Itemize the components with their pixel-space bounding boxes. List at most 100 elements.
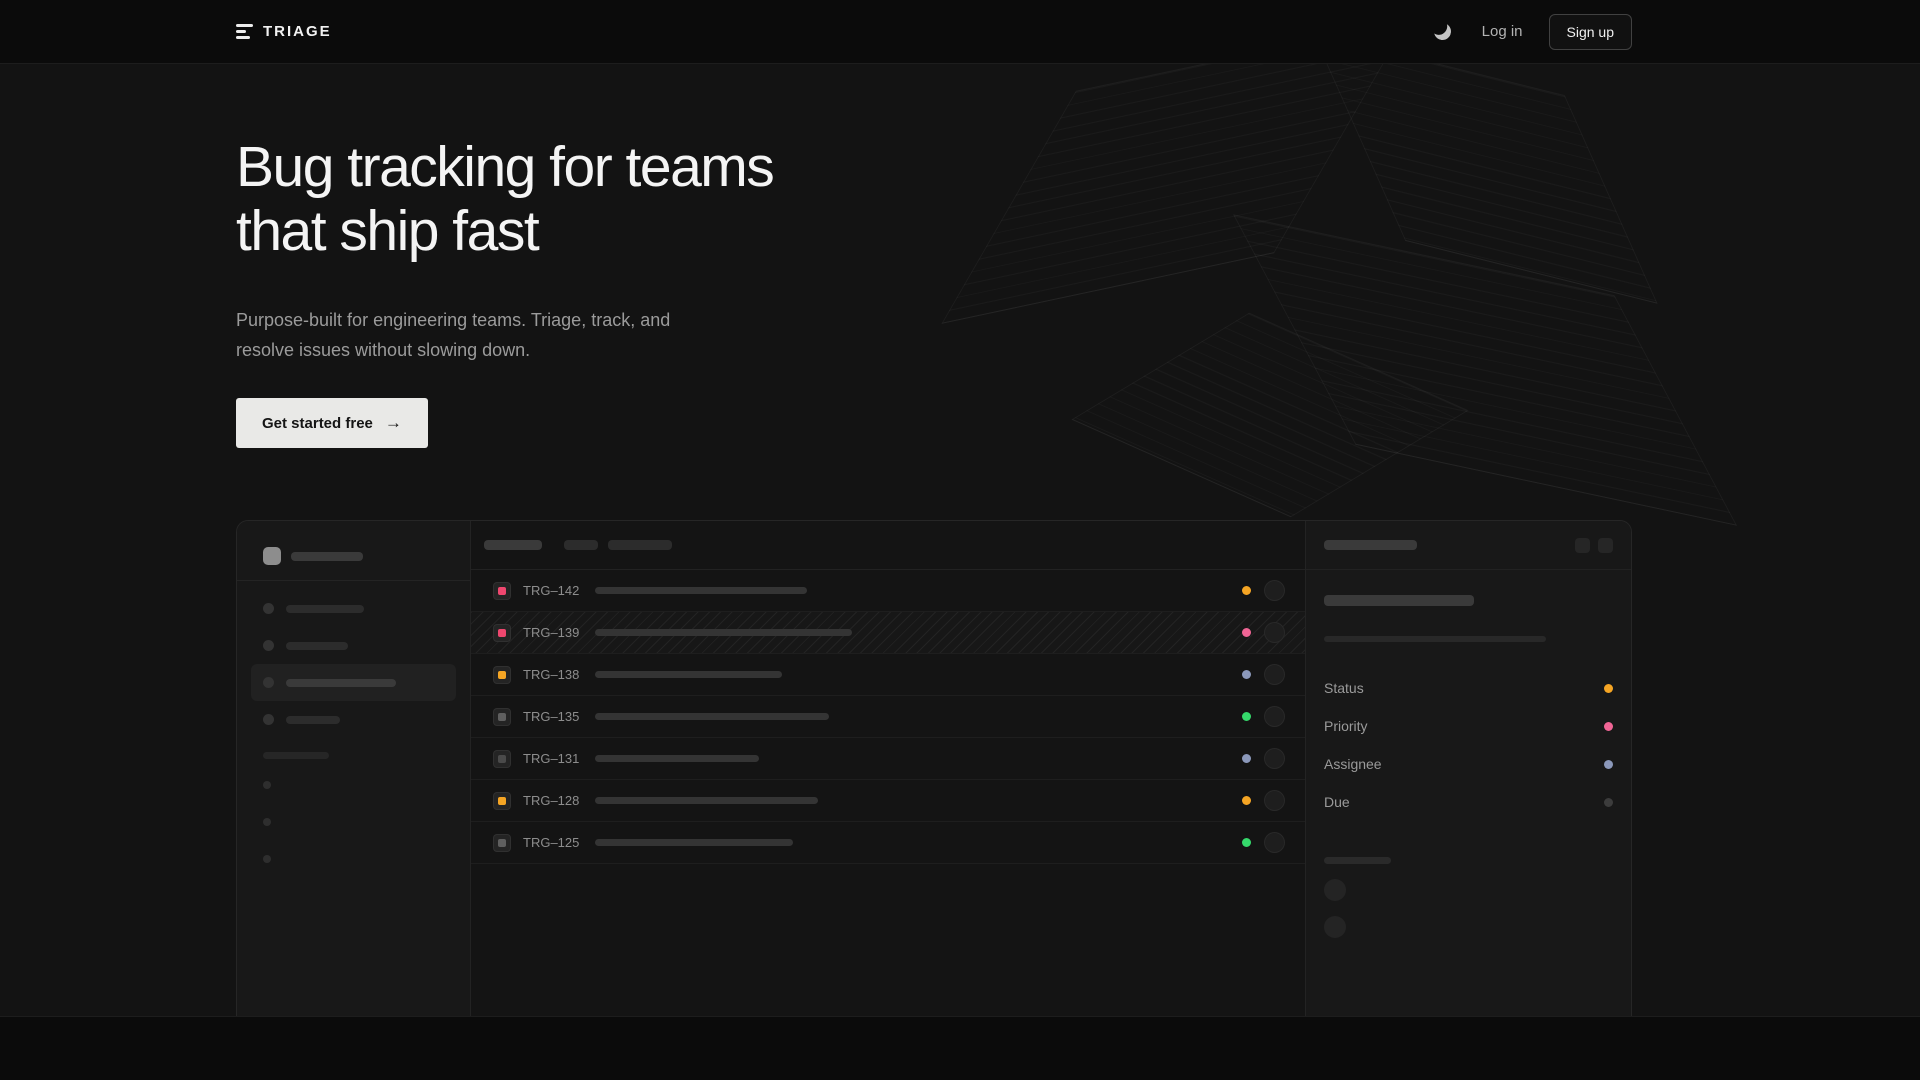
issue-id: TRG–139 <box>523 625 580 640</box>
issue-title-skeleton <box>595 713 829 720</box>
bullet <box>263 781 271 789</box>
brand[interactable]: TRIAGE <box>236 23 332 40</box>
hero-subtitle: Purpose-built for engineering teams. Tri… <box>236 305 1920 365</box>
nav-item-skeleton <box>286 678 396 687</box>
issue-type-icon <box>493 623 511 642</box>
issue-title-skeleton <box>595 797 818 804</box>
get-started-button[interactable]: Get started free → <box>236 398 428 448</box>
theme-toggle-button[interactable] <box>1434 21 1456 43</box>
field-row: Due <box>1324 783 1613 821</box>
detail-header-actions <box>1575 537 1613 553</box>
detail-action-icon <box>1598 537 1613 553</box>
issue-title-skeleton <box>595 671 782 678</box>
avatar <box>1264 832 1285 853</box>
divider <box>237 580 470 581</box>
nav-item-skeleton <box>286 604 364 613</box>
login-link[interactable]: Log in <box>1481 23 1523 40</box>
page-footer <box>0 1016 1920 1080</box>
field-label: Due <box>1324 794 1350 810</box>
main-section: Bug tracking for teams that ship fast Pu… <box>0 64 1920 1016</box>
mockup-issue-list: TRG–142 TRG–139 TRG–138 <box>471 521 1305 1016</box>
top-navbar: TRIAGE Log in Sign up <box>0 0 1920 64</box>
issue-type-icon <box>493 833 511 852</box>
nav-item-skeleton <box>286 641 348 650</box>
status-dot <box>1242 628 1251 637</box>
tab-skeleton <box>608 540 672 550</box>
sidebar-bullets <box>237 781 470 863</box>
tab-skeleton <box>484 540 542 550</box>
issue-title-skeleton <box>595 839 793 846</box>
issue-type-icon <box>493 581 511 600</box>
field-row: Assignee <box>1324 745 1613 783</box>
section-label-skeleton <box>263 752 329 759</box>
status-dot <box>1242 838 1251 847</box>
detail-fields: Status Priority Assignee Due <box>1324 669 1613 821</box>
navbar-actions: Log in Sign up <box>1434 13 1632 50</box>
list-header <box>471 521 1305 570</box>
sidebar-nav-item <box>237 590 470 627</box>
detail-header-skeleton <box>1324 540 1417 550</box>
avatar <box>1264 790 1285 811</box>
hero-section: Bug tracking for teams that ship fast Pu… <box>0 64 1920 448</box>
issue-id: TRG–131 <box>523 751 580 766</box>
issue-row-selected: TRG–139 <box>471 612 1305 654</box>
nav-item-icon <box>263 677 274 688</box>
field-row: Status <box>1324 669 1613 707</box>
status-dot <box>1242 796 1251 805</box>
sidebar-nav-item <box>237 627 470 664</box>
arrow-right-icon: → <box>384 413 402 432</box>
issue-row: TRG–142 <box>471 570 1305 612</box>
status-dot <box>1242 670 1251 679</box>
issue-type-icon <box>493 791 511 810</box>
sidebar-nav-item-active <box>251 664 456 701</box>
issue-title-skeleton <box>595 587 807 594</box>
mockup-detail-panel: Status Priority Assignee Due <box>1305 521 1631 1016</box>
avatar <box>1264 622 1285 643</box>
avatar <box>1264 748 1285 769</box>
detail-header <box>1306 521 1631 570</box>
issue-title-skeleton <box>595 755 759 762</box>
page-title: Bug tracking for teams that ship fast <box>236 135 1920 263</box>
issue-row: TRG–138 <box>471 654 1305 696</box>
comment-avatar-skeleton <box>1324 879 1346 901</box>
nav-item-icon <box>263 603 274 614</box>
triage-logo-icon <box>236 24 253 39</box>
sidebar-nav-item <box>237 701 470 738</box>
subtitle-line-2: resolve issues without slowing down. <box>236 340 531 360</box>
signup-button[interactable]: Sign up <box>1548 13 1632 50</box>
issue-id: TRG–125 <box>523 835 580 850</box>
issue-type-icon <box>493 665 511 684</box>
field-label: Assignee <box>1324 756 1382 772</box>
brand-name: TRIAGE <box>263 23 332 40</box>
issue-type-icon <box>493 707 511 726</box>
cta-label: Get started free <box>262 414 373 432</box>
subtitle-line-1: Purpose-built for engineering teams. Tri… <box>236 310 671 330</box>
detail-body: Status Priority Assignee Due <box>1306 570 1631 938</box>
workspace-avatar <box>263 547 281 565</box>
title-line-2: that ship fast <box>236 199 540 263</box>
field-label: Status <box>1324 680 1364 696</box>
status-dot <box>1242 754 1251 763</box>
product-mockup: TRG–142 TRG–139 TRG–138 <box>236 520 1632 1016</box>
issue-row: TRG–131 <box>471 738 1305 780</box>
field-label: Priority <box>1324 718 1368 734</box>
field-value-dot <box>1604 721 1613 731</box>
comment-avatar-skeleton <box>1324 916 1346 938</box>
detail-title-skeleton <box>1324 595 1474 606</box>
nav-item-icon <box>263 714 274 725</box>
issue-id: TRG–138 <box>523 667 580 682</box>
detail-action-icon <box>1575 537 1590 553</box>
detail-line-skeleton <box>1324 636 1546 642</box>
issue-row: TRG–128 <box>471 780 1305 822</box>
field-value-dot <box>1604 759 1613 769</box>
detail-footer-skeleton <box>1324 857 1391 864</box>
mockup-sidebar <box>237 521 471 1016</box>
nav-item-skeleton <box>286 715 340 724</box>
issue-id: TRG–128 <box>523 793 580 808</box>
issue-row: TRG–125 <box>471 822 1305 864</box>
status-dot <box>1242 712 1251 721</box>
field-row: Priority <box>1324 707 1613 745</box>
workspace-name-skeleton <box>291 551 363 561</box>
tab-skeleton <box>564 540 598 550</box>
issue-id: TRG–142 <box>523 583 580 598</box>
